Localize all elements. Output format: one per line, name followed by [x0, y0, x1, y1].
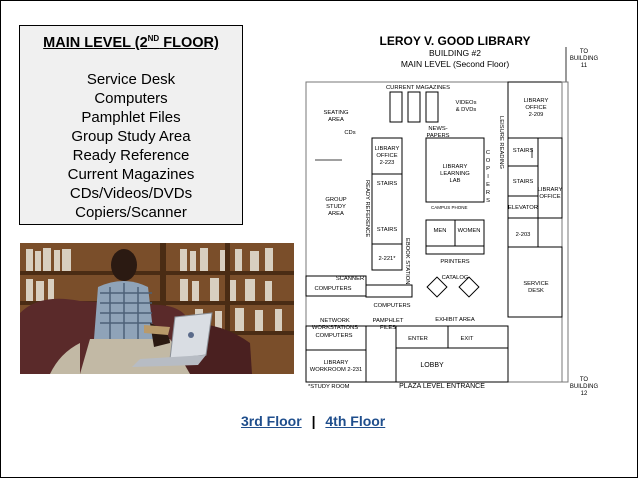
svg-text:WORKROOM 2-231: WORKROOM 2-231 [310, 367, 363, 373]
map-level: MAIN LEVEL (Second Floor) [401, 59, 510, 69]
legend-item: Pamphlet Files [81, 109, 181, 126]
svg-text:LIBRARY: LIBRARY [324, 360, 349, 366]
svg-text:C: C [486, 150, 490, 156]
svg-text:& DVDs: & DVDs [456, 107, 477, 113]
floor-plan-map: LEROY V. GOOD LIBRARY BUILDING #2 MAIN L… [305, 34, 599, 397]
svg-text:EXHIBIT AREA: EXHIBIT AREA [435, 317, 475, 323]
svg-text:WORKSTATIONS: WORKSTATIONS [312, 325, 358, 331]
svg-text:2-203: 2-203 [516, 232, 531, 238]
laptop-image [132, 312, 213, 367]
svg-text:LAB: LAB [450, 178, 461, 184]
svg-text:PLAZA LEVEL ENTRANCE: PLAZA LEVEL ENTRANCE [399, 383, 485, 390]
svg-text:COMPUTERS: COMPUTERS [373, 303, 410, 309]
third-floor-link[interactable]: 3rd Floor [241, 413, 302, 429]
svg-text:FILES: FILES [380, 325, 396, 331]
svg-text:STAIRS: STAIRS [513, 179, 534, 185]
svg-text:12: 12 [581, 391, 588, 397]
svg-text:EBOOK STATION: EBOOK STATION [404, 238, 410, 285]
svg-text:OFFICE: OFFICE [539, 194, 560, 200]
svg-text:SCANNER: SCANNER [336, 276, 364, 282]
svg-text:LIBRARY: LIBRARY [538, 187, 563, 193]
svg-text:11: 11 [581, 63, 588, 69]
svg-text:S: S [486, 198, 490, 204]
svg-text:CATALOG: CATALOG [442, 275, 469, 281]
to-building-12: TO BUILDING 12 [570, 377, 599, 397]
svg-text:COMPUTERS: COMPUTERS [315, 333, 352, 339]
svg-text:OFFICE: OFFICE [376, 153, 397, 159]
svg-text:NETWORK: NETWORK [320, 318, 350, 324]
svg-text:I: I [487, 174, 489, 180]
svg-text:BUILDING: BUILDING [570, 384, 599, 390]
legend-list: Service Desk Computers Pamphlet Files Gr… [20, 70, 242, 222]
svg-text:TO: TO [580, 49, 589, 55]
svg-text:GROUP: GROUP [325, 197, 346, 203]
svg-text:PAPERS: PAPERS [426, 133, 449, 139]
svg-text:ELEVATOR: ELEVATOR [508, 205, 538, 211]
svg-text:PRINTERS: PRINTERS [440, 259, 469, 265]
svg-text:READY REFERENCE: READY REFERENCE [364, 180, 370, 237]
svg-text:P: P [486, 166, 490, 172]
svg-text:LIBRARY: LIBRARY [443, 164, 468, 170]
svg-text:R: R [486, 190, 490, 196]
legend-item: Current Magazines [67, 166, 195, 183]
svg-text:CAMPUS PHONE: CAMPUS PHONE [431, 205, 468, 210]
svg-text:2-221*: 2-221* [378, 256, 396, 262]
svg-text:2-209: 2-209 [529, 112, 544, 118]
legend-title: MAIN LEVEL (2ND FLOOR) [43, 34, 219, 51]
svg-text:ENTER: ENTER [408, 336, 428, 342]
svg-text:MEN: MEN [434, 228, 447, 234]
svg-text:WOMEN: WOMEN [458, 228, 481, 234]
svg-text:LOBBY: LOBBY [420, 362, 444, 369]
legend-item: Computers [94, 90, 168, 107]
svg-text:*STUDY ROOM: *STUDY ROOM [308, 384, 350, 390]
svg-text:SERVICE: SERVICE [523, 281, 548, 287]
legend-item: CDs/Videos/DVDs [69, 185, 193, 202]
svg-text:STAIRS: STAIRS [377, 227, 398, 233]
svg-text:AREA: AREA [328, 117, 344, 123]
svg-text:EXIT: EXIT [461, 336, 474, 342]
floor-legend: MAIN LEVEL (2ND FLOOR) Service Desk Comp… [19, 25, 243, 225]
svg-text:SEATING: SEATING [323, 110, 349, 116]
svg-text:LIBRARY: LIBRARY [375, 146, 400, 152]
svg-text:CURRENT MAGAZINES: CURRENT MAGAZINES [386, 85, 450, 91]
svg-text:PAMPHLET: PAMPHLET [373, 318, 404, 324]
map-title: LEROY V. GOOD LIBRARY [380, 34, 531, 48]
svg-text:LIBRARY: LIBRARY [524, 98, 549, 104]
svg-text:LEARNING: LEARNING [440, 171, 470, 177]
legend-item: Ready Reference [72, 147, 190, 164]
svg-text:CDs: CDs [344, 130, 355, 136]
fourth-floor-link[interactable]: 4th Floor [325, 413, 386, 429]
legend-item: Service Desk [86, 71, 176, 88]
svg-text:AREA: AREA [328, 211, 344, 217]
student-photo [20, 243, 294, 374]
svg-text:LEISURE READING: LEISURE READING [498, 116, 504, 169]
svg-text:OFFICE: OFFICE [525, 105, 546, 111]
svg-text:DESK: DESK [528, 288, 544, 294]
svg-text:STAIRS: STAIRS [513, 148, 534, 154]
map-building: BUILDING #2 [429, 48, 481, 58]
svg-text:O: O [486, 158, 491, 164]
svg-text:BUILDING: BUILDING [570, 56, 599, 62]
svg-text:COMPUTERS: COMPUTERS [314, 286, 351, 292]
svg-text:VIDEOs: VIDEOs [456, 100, 477, 106]
svg-text:E: E [486, 182, 490, 188]
to-building-11: TO BUILDING 11 [565, 47, 599, 82]
legend-item: Copiers/Scanner [75, 204, 187, 221]
svg-text:TO: TO [580, 377, 589, 383]
link-separator: | [311, 413, 316, 429]
legend-item: Group Study Area [71, 128, 191, 145]
svg-text:STUDY: STUDY [326, 204, 346, 210]
svg-text:STAIRS: STAIRS [377, 181, 398, 187]
svg-text:2-223: 2-223 [380, 160, 395, 166]
svg-text:NEWS-: NEWS- [428, 126, 447, 132]
catalog-stations [426, 276, 480, 298]
floor-links: 3rd Floor | 4th Floor [241, 413, 385, 429]
